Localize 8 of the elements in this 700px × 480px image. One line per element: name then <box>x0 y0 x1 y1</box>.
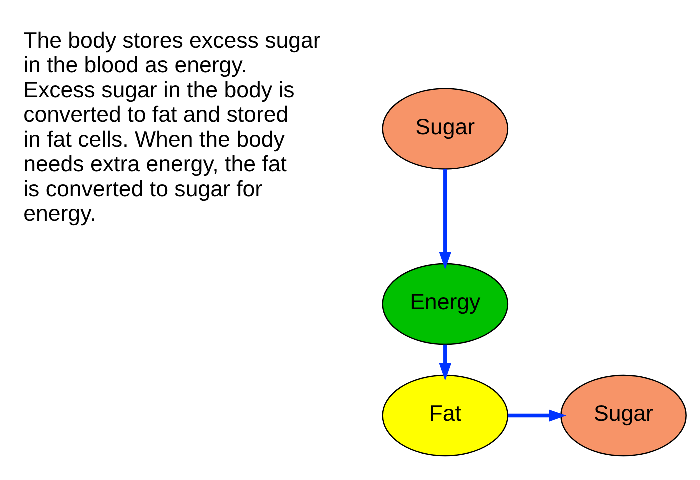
node-ellipse: Energy <box>382 262 509 345</box>
label: The body stores excess sugar in the blood as energy. Excess sugar in the body is converted to fat and stored in fat cells. When the body needs extra energy, the fat is converted to sugar for energy. <box>24 27 321 226</box>
node-ellipse: Sugar <box>560 374 687 456</box>
arrow <box>439 168 452 270</box>
node-ellipse: Fat <box>382 374 509 456</box>
arrow <box>439 344 452 380</box>
node-ellipse: Sugar <box>382 88 509 170</box>
arrow <box>508 409 567 422</box>
